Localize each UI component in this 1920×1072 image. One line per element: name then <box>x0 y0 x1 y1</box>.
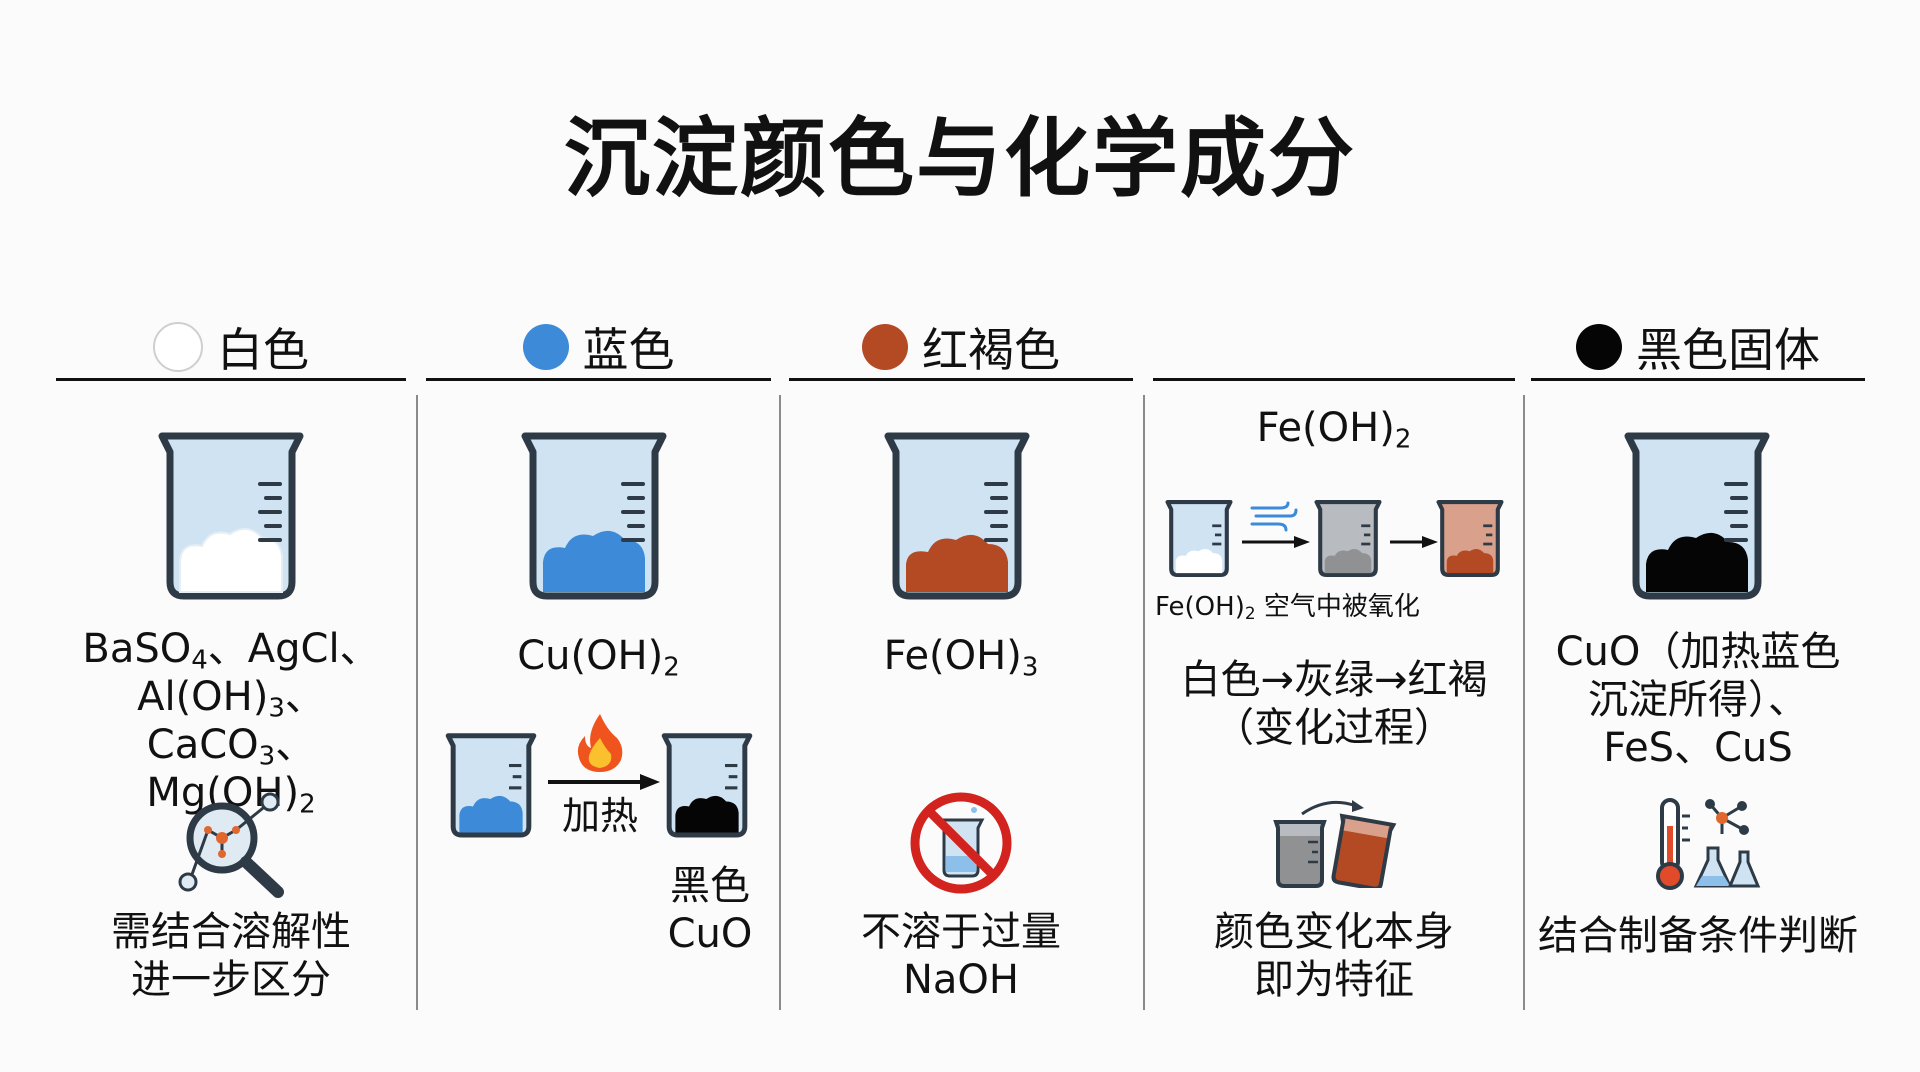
header-rule-3 <box>789 378 1133 381</box>
column-divider-4 <box>1523 395 1525 1010</box>
column-divider-1 <box>416 395 418 1010</box>
white-note-line1: 需结合溶解性 <box>111 909 351 955</box>
red-brown-note-line2: NaOH <box>903 957 1019 1003</box>
pouring-beakers-icon <box>1273 800 1397 888</box>
white-dot-icon <box>153 322 203 372</box>
black-note: 结合制备条件判断 <box>1538 913 1858 959</box>
black-line1: CuO（加热蓝色 <box>1555 629 1841 675</box>
caption-text: 空气中被氧化 <box>1255 592 1420 622</box>
formula-caco3: 、CaCO <box>146 674 325 768</box>
white-note: 需结合溶解性 进一步区分 <box>56 908 406 1004</box>
header-rule-4 <box>1153 378 1515 381</box>
subscript: 2 <box>299 789 316 820</box>
column-divider-2 <box>779 395 781 1010</box>
subscript: 3 <box>258 741 276 772</box>
header-black-label: 黑色固体 <box>1636 323 1820 377</box>
beaker-tiny-red-brown-icon <box>1436 500 1504 578</box>
beaker-tiny-white-icon <box>1165 500 1233 578</box>
no-dissolve-icon <box>910 792 1012 894</box>
header-blue-label: 蓝色 <box>582 323 675 377</box>
beaker-blue-icon <box>521 432 667 600</box>
page-title: 沉淀颜色与化学成分 <box>564 109 1356 209</box>
header-red-brown-label: 红褐色 <box>922 323 1060 377</box>
black-line3: FeS、CuS <box>1603 725 1793 771</box>
arrow-right-icon <box>1242 536 1310 548</box>
red-brown-note: 不溶于过量 NaOH <box>789 908 1133 1004</box>
header-red-brown: 红褐色 <box>789 312 1133 382</box>
header-blue: 蓝色 <box>426 312 771 382</box>
change-sequence: 白色→灰绿→红褐 <box>1180 657 1488 703</box>
header-rule-2 <box>426 378 771 381</box>
flame-icon <box>577 714 623 772</box>
heat-label: 加热 <box>561 794 638 838</box>
change-note: （变化过程） <box>1214 705 1454 751</box>
subscript: 3 <box>268 693 285 724</box>
red-brown-dot-icon <box>862 324 908 370</box>
separator: 、 <box>275 722 316 768</box>
process-note: 颜色变化本身 即为特征 <box>1153 908 1515 1004</box>
formula-agcl: 、AgCl、 <box>207 626 380 672</box>
black-dot-icon <box>1576 324 1622 370</box>
product-color: 黑色 <box>670 863 750 909</box>
white-note-line2: 进一步区分 <box>131 957 331 1003</box>
header-rule-5 <box>1531 378 1865 381</box>
red-brown-formula: Fe(OH)3 <box>789 632 1133 683</box>
subscript: 4 <box>191 645 208 676</box>
blue-product: 黑色 CuO <box>650 862 770 958</box>
formula-cuoh2: Cu(OH) <box>517 633 664 679</box>
red-brown-note-line1: 不溶于过量 <box>861 909 1061 955</box>
formula-aloh3: Al(OH) <box>137 674 269 720</box>
subscript: 2 <box>1244 603 1256 624</box>
wind-icon <box>1250 501 1298 532</box>
arrow-right-icon <box>1390 536 1438 548</box>
magnifier-molecule-icon <box>178 792 284 898</box>
beaker-small-blue-icon <box>445 733 537 838</box>
header-white: 白色 <box>56 312 406 382</box>
beaker-black-icon <box>1624 432 1770 600</box>
beaker-red-brown-icon <box>884 432 1030 600</box>
blue-formula: Cu(OH)2 <box>426 632 771 683</box>
black-compounds: CuO（加热蓝色 沉淀所得）、 FeS、CuS <box>1531 628 1865 772</box>
thermometer-flask-icon <box>1656 798 1761 890</box>
header-white-label: 白色 <box>217 323 309 377</box>
white-compounds: BaSO4、AgCl、 Al(OH)3、CaCO3、 Mg(OH)2 <box>56 625 406 820</box>
process-note-line2: 即为特征 <box>1254 957 1414 1003</box>
formula-baso4: BaSO <box>82 626 192 672</box>
black-line2: 沉淀所得）、 <box>1588 677 1808 723</box>
caption-formula: Fe(OH) <box>1155 592 1245 622</box>
process-note-line1: 颜色变化本身 <box>1214 909 1454 955</box>
beaker-tiny-gray-icon <box>1314 500 1382 578</box>
formula-feoh2: Fe(OH) <box>1256 405 1395 451</box>
blue-dot-icon <box>522 324 569 370</box>
process-caption: Fe(OH)2 空气中被氧化 <box>1155 592 1495 622</box>
subscript: 3 <box>1021 652 1039 683</box>
header-black: 黑色固体 <box>1531 312 1865 382</box>
column-divider-3 <box>1143 395 1145 1010</box>
beaker-white-icon <box>158 432 304 600</box>
subscript: 2 <box>663 652 680 683</box>
process-formula: Fe(OH)2 <box>1153 404 1515 455</box>
formula-feoh3: Fe(OH) <box>883 633 1022 679</box>
arrow-right-icon <box>548 774 660 790</box>
process-change: 白色→灰绿→红褐 （变化过程） <box>1153 656 1515 752</box>
header-rule-1 <box>56 378 406 381</box>
beaker-small-black-icon <box>661 733 753 838</box>
subscript: 2 <box>1394 424 1412 455</box>
product-formula: CuO <box>667 911 753 957</box>
